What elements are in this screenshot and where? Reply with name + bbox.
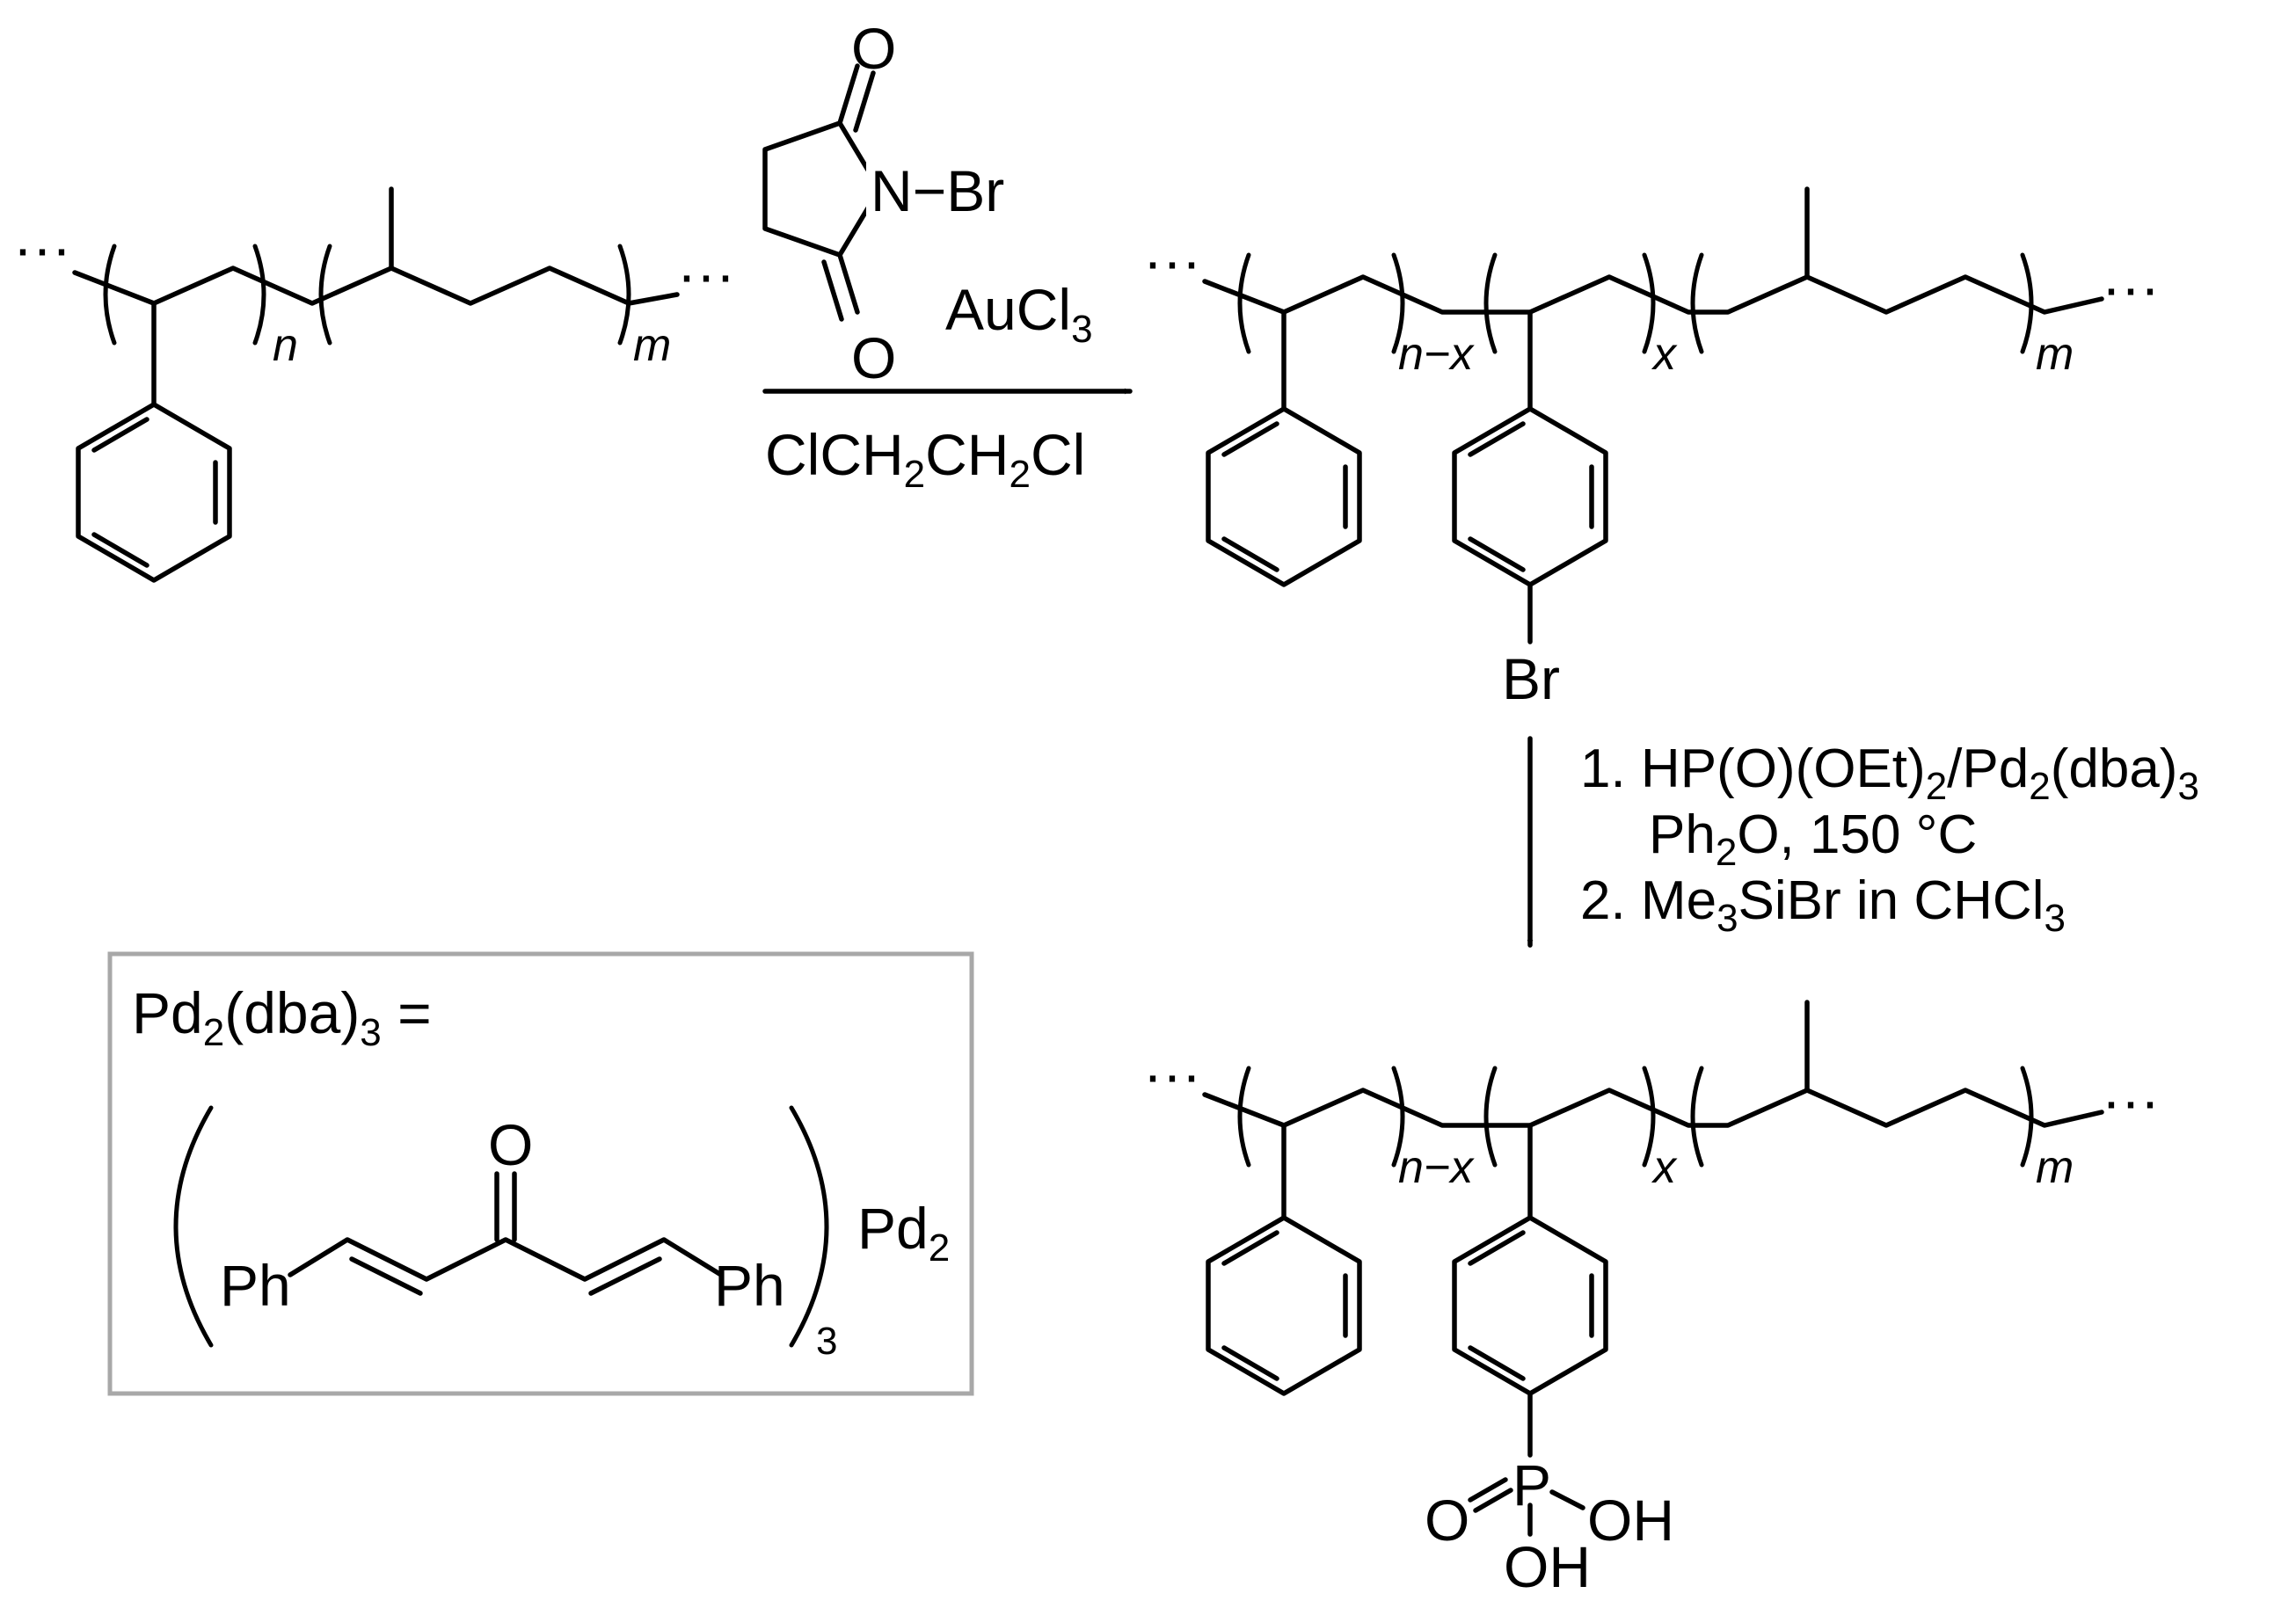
- chain-end-left-2: ···: [1143, 229, 1201, 294]
- bracket-m-close-2: [2020, 252, 2034, 354]
- bracket-m-open-2: [1690, 252, 1704, 354]
- bracket-nx-open-2: [1237, 252, 1251, 354]
- bracket-x-open-2: [1483, 252, 1498, 354]
- dba-multiplier: 3: [816, 1320, 837, 1363]
- oxo-oxygen-label: O: [1425, 1488, 1469, 1553]
- legend-box: Pd2(dba)3 = O Ph Ph 3 Pd2: [107, 951, 974, 1396]
- reaction-2: 1. HP(O)(OEt)2/Pd2(dba)3 Ph2O, 150 °C 2.…: [1527, 736, 2199, 948]
- hydroxyl-right-label: OH: [1587, 1488, 1674, 1553]
- polymer-3: ··· P O OH OH n−x: [1143, 1000, 2160, 1599]
- bracket-m-close: [617, 244, 631, 346]
- pd2-label: Pd2: [857, 1196, 950, 1270]
- subscript-n: n: [273, 320, 298, 371]
- subscript-m: m: [633, 320, 671, 371]
- phosphonophenyl-ring: [1452, 1215, 1608, 1396]
- bracket-x-open-3: [1483, 1066, 1498, 1168]
- dba-bracket-close: [789, 1105, 829, 1348]
- phenyl-ring-3: [1206, 1215, 1362, 1396]
- chain-end-left-1: ···: [13, 215, 71, 280]
- nbs-oxygen-top: O: [851, 16, 896, 81]
- reaction-1: O O N−Br AuCl3 ClCH2CH2Cl: [762, 16, 1133, 496]
- bromophenyl-ring: [1452, 406, 1608, 587]
- subscript-nx-3: n−x: [1398, 1142, 1475, 1193]
- solvent-label: ClCH2CH2Cl: [765, 422, 1085, 496]
- bracket-nx-close-3: [1391, 1066, 1405, 1168]
- subscript-x-3: x: [1651, 1142, 1678, 1193]
- bracket-m-open: [318, 244, 332, 346]
- step-1-conditions: 1. HP(O)(OEt)2/Pd2(dba)3: [1580, 739, 2199, 808]
- ketone-oxygen-label: O: [488, 1112, 533, 1177]
- nbs-oxygen-bottom: O: [851, 325, 896, 390]
- bromo-label: Br: [1502, 646, 1560, 711]
- subscript-nx-2: n−x: [1398, 329, 1475, 380]
- polymer-1: ··· n m ···: [13, 186, 735, 583]
- bracket-nx-open-3: [1237, 1066, 1251, 1168]
- bracket-n-close: [252, 244, 266, 346]
- chain-end-right-2: ···: [2102, 255, 2160, 320]
- bracket-n-open: [103, 244, 117, 346]
- bracket-m-open-3: [1690, 1066, 1704, 1168]
- polymer-2: ··· Br n−x x m ···: [1143, 186, 2160, 711]
- dba-skeleton: [288, 1171, 724, 1296]
- nbs-n-bromo-label: N−Br: [871, 158, 1004, 223]
- subscript-m-3: m: [2036, 1142, 2074, 1193]
- bracket-x-close-3: [1642, 1066, 1656, 1168]
- legend-box-border: [107, 951, 974, 1396]
- phosphorus-label: P: [1512, 1452, 1551, 1517]
- subscript-m-2: m: [2036, 329, 2074, 380]
- step-2-conditions: 2. Me3SiBr in CHCl3: [1580, 870, 2066, 940]
- backbone-1: [72, 266, 680, 306]
- backbone-3: [1202, 1088, 2104, 1128]
- dba-bracket-open: [173, 1105, 214, 1348]
- bracket-x-close-2: [1642, 252, 1656, 354]
- chain-end-left-3: ···: [1143, 1042, 1201, 1107]
- catalyst-label: AuCl3: [945, 277, 1093, 351]
- nbs-structure: [762, 63, 1042, 322]
- phosphonic-acid-bonds: [1468, 1477, 1585, 1537]
- phenyl-ring-1: [76, 402, 232, 583]
- bracket-m-close-3: [2020, 1066, 2034, 1168]
- chain-end-right-3: ···: [2102, 1068, 2160, 1133]
- chain-end-right-1: ···: [677, 242, 735, 307]
- phenyl-right-label: Ph: [714, 1253, 785, 1318]
- phenyl-ring-2: [1206, 406, 1362, 587]
- subscript-x-2: x: [1651, 329, 1678, 380]
- phenyl-left-label: Ph: [220, 1253, 291, 1318]
- legend-header: Pd2(dba)3 =: [132, 980, 432, 1054]
- step-1-conditions-line-2: Ph2O, 150 °C: [1649, 804, 1977, 874]
- bracket-nx-close-2: [1391, 252, 1405, 354]
- backbone-2: [1202, 274, 2104, 315]
- hydroxyl-bottom-label: OH: [1504, 1534, 1591, 1599]
